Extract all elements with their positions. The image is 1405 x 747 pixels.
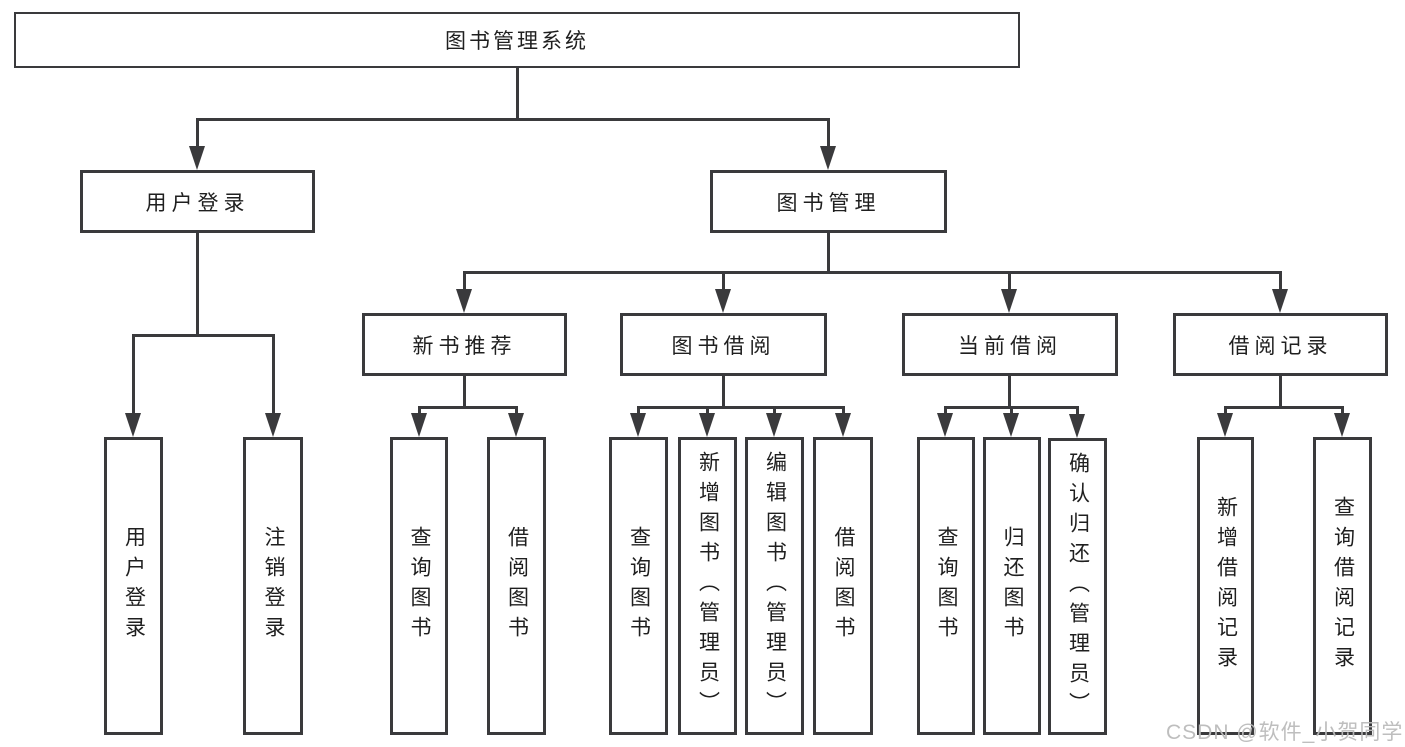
node-borrow-records: 借阅记录 xyxy=(1173,313,1388,376)
arrow-down-icon xyxy=(1334,413,1350,437)
arrow-down-icon xyxy=(835,413,851,437)
connector-stem xyxy=(1279,376,1282,407)
leaf-edit-book-admin: 编辑图书（管理员） xyxy=(745,437,804,735)
connector-stem xyxy=(944,406,947,415)
arrow-down-icon xyxy=(1069,414,1085,438)
connector-stem xyxy=(272,334,275,415)
connector-rail xyxy=(1224,406,1343,409)
connector-stem xyxy=(515,406,518,415)
connector-stem xyxy=(1076,406,1079,415)
arrow-down-icon xyxy=(630,413,646,437)
arrow-down-icon xyxy=(766,413,782,437)
node-root: 图书管理系统 xyxy=(14,12,1020,68)
leaf-confirm-return-admin: 确认归还（管理员） xyxy=(1048,438,1107,735)
arrow-down-icon xyxy=(265,413,281,437)
leaf-query-borrow-record: 查询借阅记录 xyxy=(1313,437,1372,735)
arrow-down-icon xyxy=(715,289,731,313)
leaf-query-book: 查询图书 xyxy=(390,437,448,735)
arrow-down-icon xyxy=(1003,413,1019,437)
leaf-return-book: 归还图书 xyxy=(983,437,1041,735)
arrow-down-icon xyxy=(1272,289,1288,313)
arrow-down-icon xyxy=(189,146,205,170)
connector-stem xyxy=(1010,406,1013,415)
connector-stem xyxy=(132,334,135,415)
leaf-query-book: 查询图书 xyxy=(917,437,975,735)
arrow-down-icon xyxy=(1001,289,1017,313)
leaf-add-borrow-record: 新增借阅记录 xyxy=(1197,437,1254,735)
connector-stem xyxy=(773,406,776,415)
connector-l3-rail xyxy=(463,271,1281,274)
connector-stem xyxy=(1224,406,1227,415)
watermark: CSDN @软件_小贺同学 xyxy=(1166,721,1404,744)
leaf-add-book-admin: 新增图书（管理员） xyxy=(678,437,737,735)
arrow-down-icon xyxy=(456,289,472,313)
connector-stem xyxy=(842,406,845,415)
connector-l1-rail xyxy=(196,118,829,121)
connector-stem xyxy=(463,376,466,407)
arrow-down-icon xyxy=(411,413,427,437)
connector-stem xyxy=(463,271,466,291)
node-current-borrow: 当前借阅 xyxy=(902,313,1118,376)
node-book-mgmt: 图书管理 xyxy=(710,170,947,233)
connector-rail xyxy=(637,406,844,409)
connector-stem xyxy=(1008,271,1011,291)
arrow-down-icon xyxy=(937,413,953,437)
leaf-borrow-book: 借阅图书 xyxy=(813,437,873,735)
connector-root-stem xyxy=(516,68,519,119)
leaf-logout: 注销登录 xyxy=(243,437,303,735)
arrow-down-icon xyxy=(699,413,715,437)
node-new-book-rec: 新书推荐 xyxy=(362,313,567,376)
connector-stem xyxy=(722,376,725,407)
leaf-user-login: 用户登录 xyxy=(104,437,163,735)
connector-stem xyxy=(1341,406,1344,415)
node-user-login: 用户登录 xyxy=(80,170,315,233)
arrow-down-icon xyxy=(820,146,836,170)
connector-stem xyxy=(418,406,421,415)
connector-stem xyxy=(1279,271,1282,291)
connector-stem xyxy=(722,271,725,291)
connector-stem xyxy=(196,118,199,148)
connector-rail xyxy=(132,334,274,337)
connector-stem xyxy=(196,233,199,335)
connector-stem xyxy=(827,118,830,148)
arrow-down-icon xyxy=(508,413,524,437)
node-book-borrow: 图书借阅 xyxy=(620,313,827,376)
arrow-down-icon xyxy=(1217,413,1233,437)
connector-stem xyxy=(706,406,709,415)
arrow-down-icon xyxy=(125,413,141,437)
connector-stem xyxy=(637,406,640,415)
leaf-query-book: 查询图书 xyxy=(609,437,668,735)
connector-rail xyxy=(418,406,518,409)
connector-stem xyxy=(827,233,830,272)
leaf-borrow-book: 借阅图书 xyxy=(487,437,546,735)
connector-stem xyxy=(1008,376,1011,407)
